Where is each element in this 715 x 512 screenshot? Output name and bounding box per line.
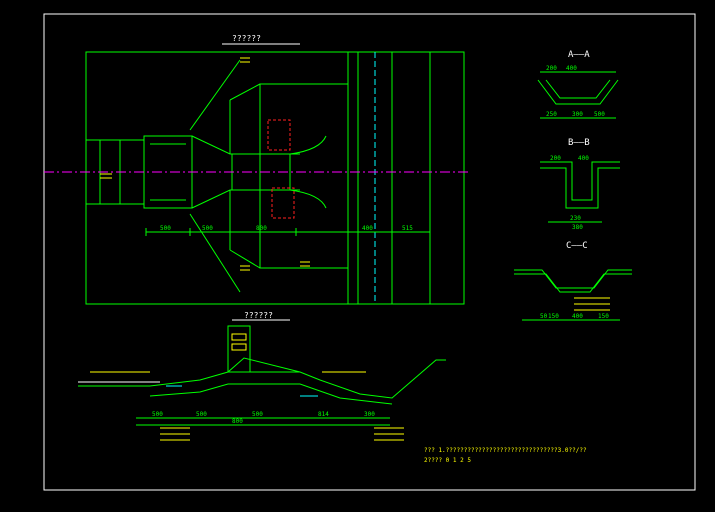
section-b-dim-2: 400 — [578, 155, 589, 162]
notes-line-2: 2???? 0 1 2 5 — [424, 457, 471, 464]
section-a-title: A——A — [568, 50, 590, 60]
section-c-title: C——C — [566, 241, 588, 251]
profile-dim-4: 800 — [232, 418, 243, 425]
section-b-dim-3: 230 — [570, 215, 581, 222]
profile-view: ?????? 500 500 500 800 814 300 ??? 1.???… — [78, 311, 587, 464]
profile-dim-5: 814 — [318, 411, 329, 418]
section-a-dim-1: 200 — [546, 65, 557, 72]
profile-dim-2: 500 — [196, 411, 207, 418]
plan-dim-4: 400 — [362, 225, 373, 232]
section-c: C——C 50 150 400 150 — [514, 241, 632, 321]
profile-title: ?????? — [244, 311, 273, 320]
plan-dim-2: 500 — [202, 225, 213, 232]
section-b-dim-4: 380 — [572, 224, 583, 231]
section-b-title: B——B — [568, 138, 590, 148]
plan-title: ?????? — [232, 34, 261, 43]
notes-line-1: ??? 1.???????????????????????????????3.0… — [424, 447, 587, 454]
plan-dim-1: 500 — [160, 225, 171, 232]
section-a: A——A 200 400 250 300 500 — [537, 50, 619, 119]
profile-dim-1: 500 — [152, 411, 163, 418]
section-a-dim-3: 250 — [546, 111, 557, 118]
section-c-dim-2: 150 — [548, 313, 559, 320]
section-a-dim-2: 400 — [566, 65, 577, 72]
section-b-dim-1: 200 — [550, 155, 561, 162]
section-c-dim-3: 400 — [572, 313, 583, 320]
plan-view: ?????? — [44, 34, 470, 305]
section-c-dim-4: 150 — [598, 313, 609, 320]
plan-dim-3: 800 — [256, 225, 267, 232]
plan-dim-5: 515 — [402, 225, 413, 232]
section-b: B——B 200 400 230 380 — [540, 138, 620, 231]
profile-dim-3: 500 — [252, 411, 263, 418]
section-a-dim-4: 300 — [572, 111, 583, 118]
section-c-dim-1: 50 — [540, 313, 548, 320]
profile-dim-6: 300 — [364, 411, 375, 418]
drawing-frame — [43, 13, 696, 491]
section-a-dim-5: 500 — [594, 111, 605, 118]
